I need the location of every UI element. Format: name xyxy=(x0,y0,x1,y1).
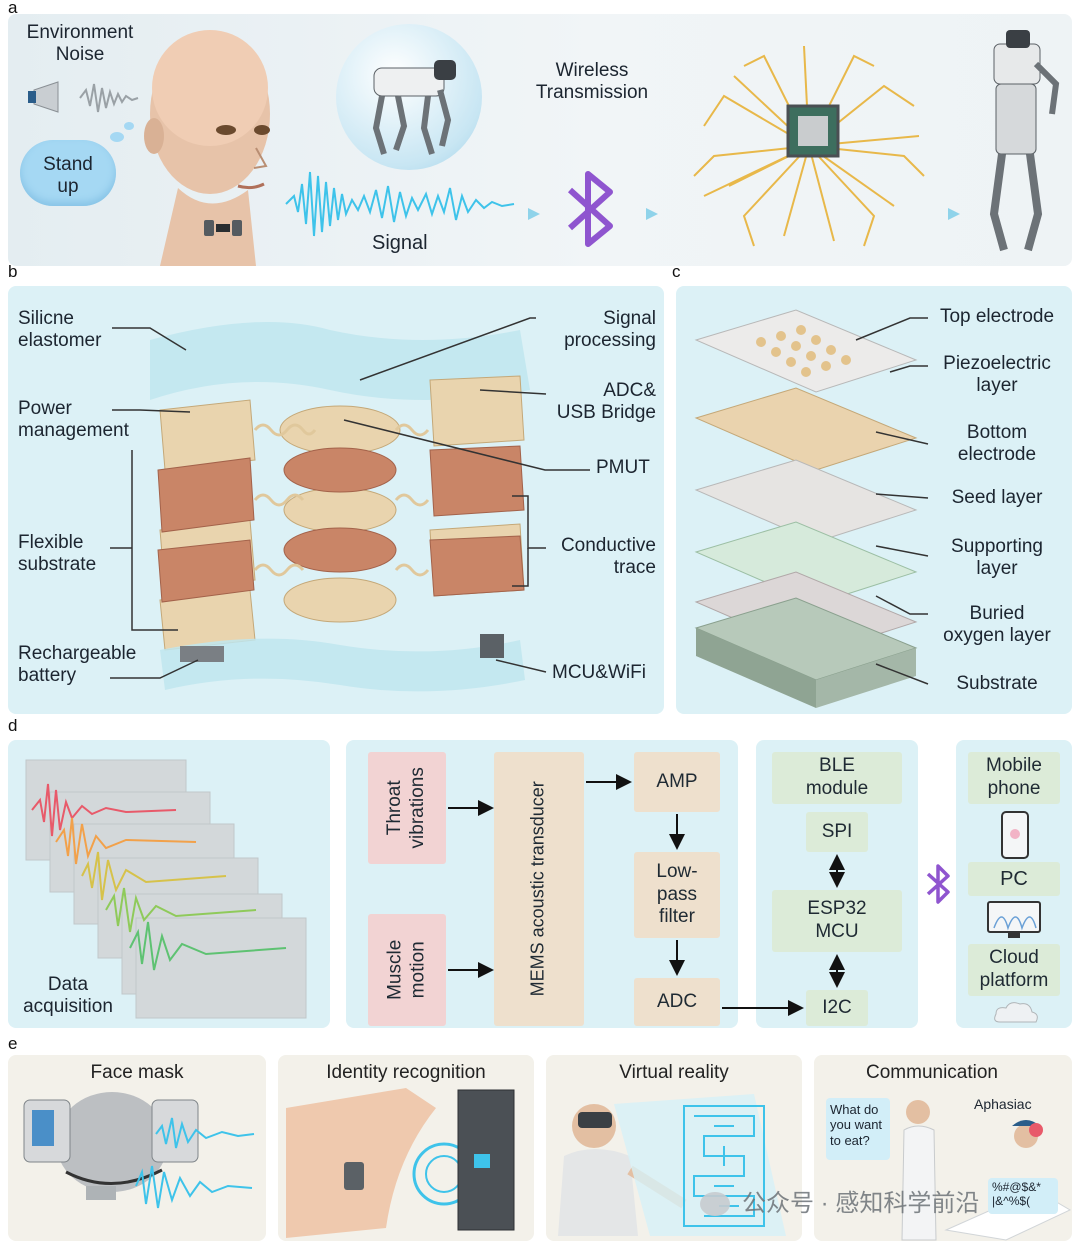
robot-dog-icon xyxy=(372,60,456,155)
virtual-reality-title: Virtual reality xyxy=(619,1062,729,1083)
robot-dog-bubble xyxy=(336,24,482,170)
chip-brain-icon xyxy=(693,45,925,247)
esp32-mcu-box: ESP32 MCU xyxy=(772,890,902,952)
identity-recognition-illustration xyxy=(286,1088,515,1238)
arrow-icon xyxy=(528,208,540,220)
wechat-logo-icon xyxy=(700,1192,730,1216)
muscle-motion-box: Muscle motion xyxy=(368,914,446,1026)
aphasiac-label: Aphasiac xyxy=(974,1096,1032,1112)
megaphone-icon xyxy=(28,81,59,113)
bluetooth-icon xyxy=(926,864,950,904)
panel-label-a: a xyxy=(8,0,18,17)
thought-bubble-dot xyxy=(124,122,134,130)
throat-sensor-icon xyxy=(204,220,242,236)
spi-box: SPI xyxy=(806,812,868,852)
smartphone-icon xyxy=(1001,811,1029,859)
noise-waveform xyxy=(79,83,139,113)
bluetooth-icon xyxy=(567,171,613,247)
substrate-label: Substrate xyxy=(956,673,1038,694)
buried-oxygen-layer-label: Buried oxygen layer xyxy=(943,603,1051,647)
pmut-layer-stack xyxy=(694,309,918,708)
cloud-platform-box: Cloud platform xyxy=(968,944,1060,996)
virtual-reality-illustration xyxy=(558,1094,786,1236)
mobile-phone-box: Mobile phone xyxy=(968,752,1060,804)
wireless-transmission-label: Wireless Transmission xyxy=(535,60,649,104)
top-electrode-label: Top electrode xyxy=(939,306,1055,327)
conductive-trace-label: Conductive trace xyxy=(560,535,656,579)
data-acquisition-waveform-stack xyxy=(25,759,307,1019)
supporting-layer-label: Supporting layer xyxy=(951,536,1043,580)
arrow-icon xyxy=(646,208,658,220)
arrow-icon xyxy=(948,208,960,220)
standing-robot-icon xyxy=(989,30,1060,252)
speech-bubble-question xyxy=(826,1098,890,1160)
monitor-icon xyxy=(987,901,1041,938)
bottom-electrode-label: Bottom electrode xyxy=(957,422,1037,466)
mcu-wifi-label: MCU&WiFi xyxy=(552,662,646,683)
i2c-box: I2C xyxy=(806,990,868,1026)
signal-label: Signal xyxy=(372,232,428,254)
data-acquisition-label: Data acquisition xyxy=(23,974,113,1018)
rechargeable-battery-label: Rechargeable battery xyxy=(18,643,137,687)
panel-label-c: c xyxy=(672,262,681,281)
pc-box: PC xyxy=(968,862,1060,896)
power-management-label: Power management xyxy=(18,398,129,442)
amp-box: AMP xyxy=(634,752,720,812)
face-mask-illustration xyxy=(23,1092,255,1209)
ble-module-box: BLE module xyxy=(772,752,902,804)
question-text: What do you want to eat? xyxy=(830,1102,883,1148)
device-exploded-view xyxy=(150,322,530,692)
throat-vibrations-box: Throat vibrations xyxy=(368,752,446,864)
pmut-label: PMUT xyxy=(596,457,650,478)
face-mask-title: Face mask xyxy=(90,1062,184,1083)
thought-cloud xyxy=(20,140,116,206)
thought-bubble-dot xyxy=(110,132,124,142)
adc-box: ADC xyxy=(634,978,720,1026)
piezoelectric-layer-label: Piezoelectric layer xyxy=(943,353,1051,397)
communication-title: Communication xyxy=(866,1062,998,1083)
environment-noise-label: Environment Noise xyxy=(26,22,134,66)
panel-label-e: e xyxy=(8,1034,18,1053)
signal-processing-label: Signal processing xyxy=(564,308,656,352)
silicone-elastomer-label: Silicne elastomer xyxy=(18,308,102,352)
adc-usb-bridge-label: ADC& USB Bridge xyxy=(556,380,656,424)
voice-signal-waveform xyxy=(285,171,515,237)
cloud-icon xyxy=(994,1002,1038,1023)
symbols-text: %#@$&* |&^%$( xyxy=(992,1180,1041,1209)
identity-recognition-title: Identity recognition xyxy=(326,1062,486,1083)
panel-label-d: d xyxy=(8,716,18,735)
panel-label-b: b xyxy=(8,262,18,281)
mems-transducer-box: MEMS acoustic transducer xyxy=(494,752,584,1026)
seed-layer-label: Seed layer xyxy=(951,487,1043,508)
flexible-substrate-label: Flexible substrate xyxy=(18,532,97,576)
watermark-text: 公众号 · 感知科学前沿 xyxy=(742,1190,980,1217)
low-pass-filter-box: Low- pass filter xyxy=(634,852,720,938)
stand-up-label: Stand up xyxy=(43,154,93,198)
speech-bubble-symbols xyxy=(988,1178,1058,1214)
